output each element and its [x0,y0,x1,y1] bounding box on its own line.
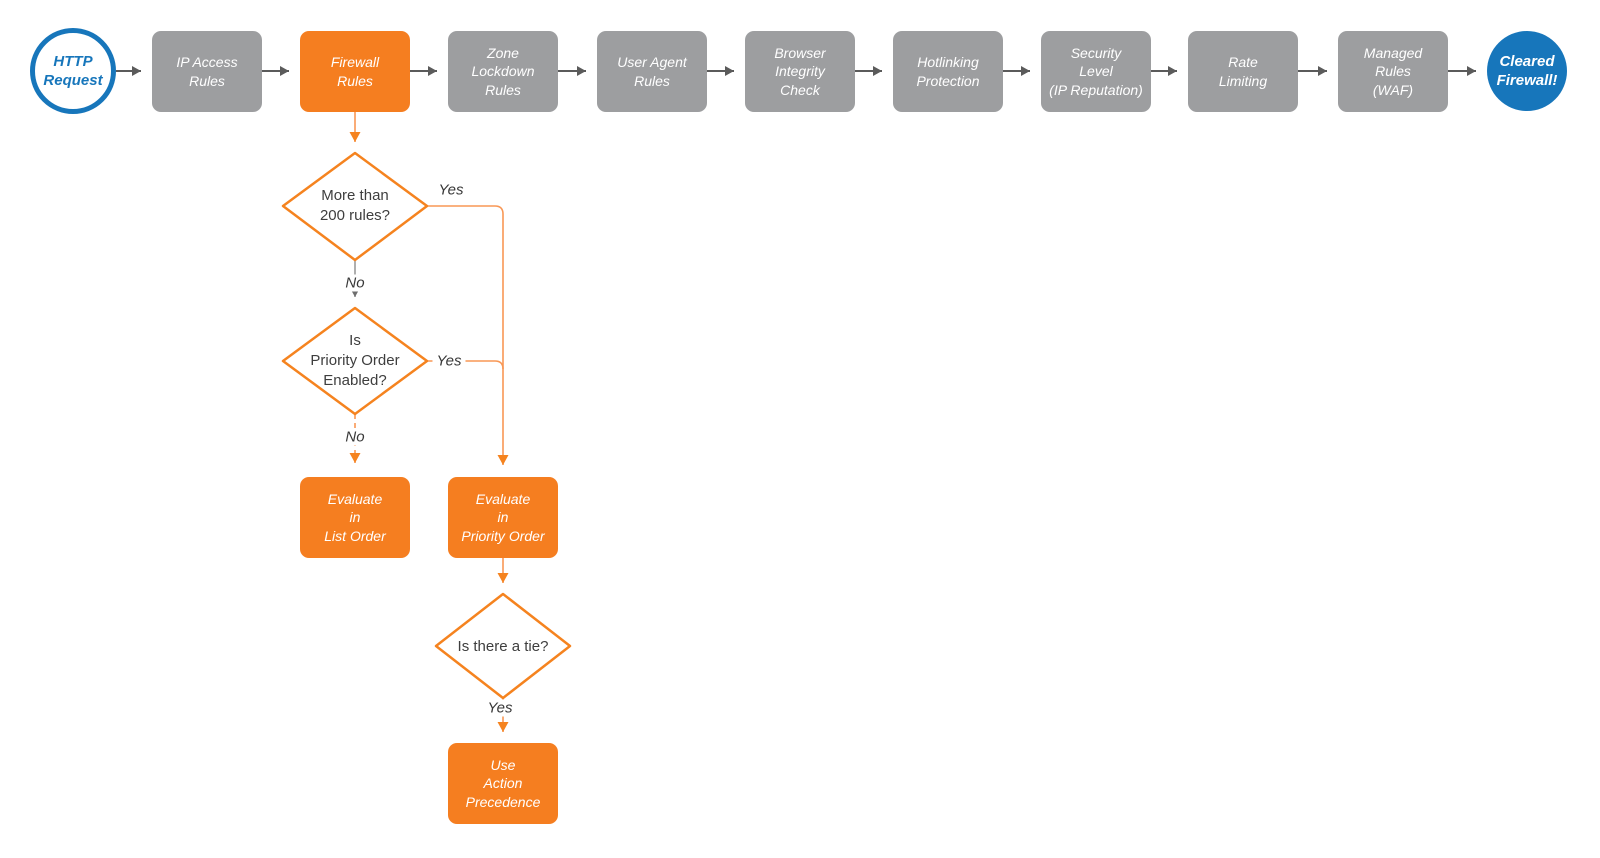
node-evaluate-priority-order: Evaluate in Priority Order [448,477,558,558]
decision-more-than-200-rules: More than 200 rules? [319,186,391,224]
edge-label-yes-decision2: Yes [432,352,466,370]
edge-label-yes-tie: Yes [483,699,517,717]
node-firewall-rules: Firewall Rules [300,31,410,112]
node-evaluate-list-order: Evaluate in List Order [300,477,410,558]
node-use-action-precedence: Use Action Precedence [448,743,558,824]
node-cleared-firewall: Cleared Firewall! [1487,31,1567,111]
node-http-request: HTTP Request [30,28,116,114]
decision-tie-shape [434,592,572,700]
node-zone-lockdown-rules: Zone Lockdown Rules [448,31,558,112]
node-rate-limiting: Rate Limiting [1188,31,1298,112]
node-browser-integrity-check: Browser Integrity Check [745,31,855,112]
node-managed-rules-waf: Managed Rules (WAF) [1338,31,1448,112]
node-user-agent-rules: User Agent Rules [597,31,707,112]
decision-is-there-a-tie: Is there a tie? [457,637,549,655]
node-hotlinking-protection: Hotlinking Protection [893,31,1003,112]
decision-priority-order-enabled: Is Priority Order Enabled? [310,331,400,390]
node-ip-access-rules: IP Access Rules [152,31,262,112]
node-security-level: Security Level (IP Reputation) [1041,31,1151,112]
decision-priority-enabled-shape [281,306,429,416]
edge-decision2-yes-to-priority-order [427,360,504,370]
edge-decision1-yes-to-priority-order [427,205,509,465]
edge-label-yes-decision1: Yes [438,181,464,199]
edge-label-no-decision1: No [341,274,369,292]
decision-more-than-200-shape [281,151,429,262]
edge-label-no-decision2: No [341,428,369,446]
